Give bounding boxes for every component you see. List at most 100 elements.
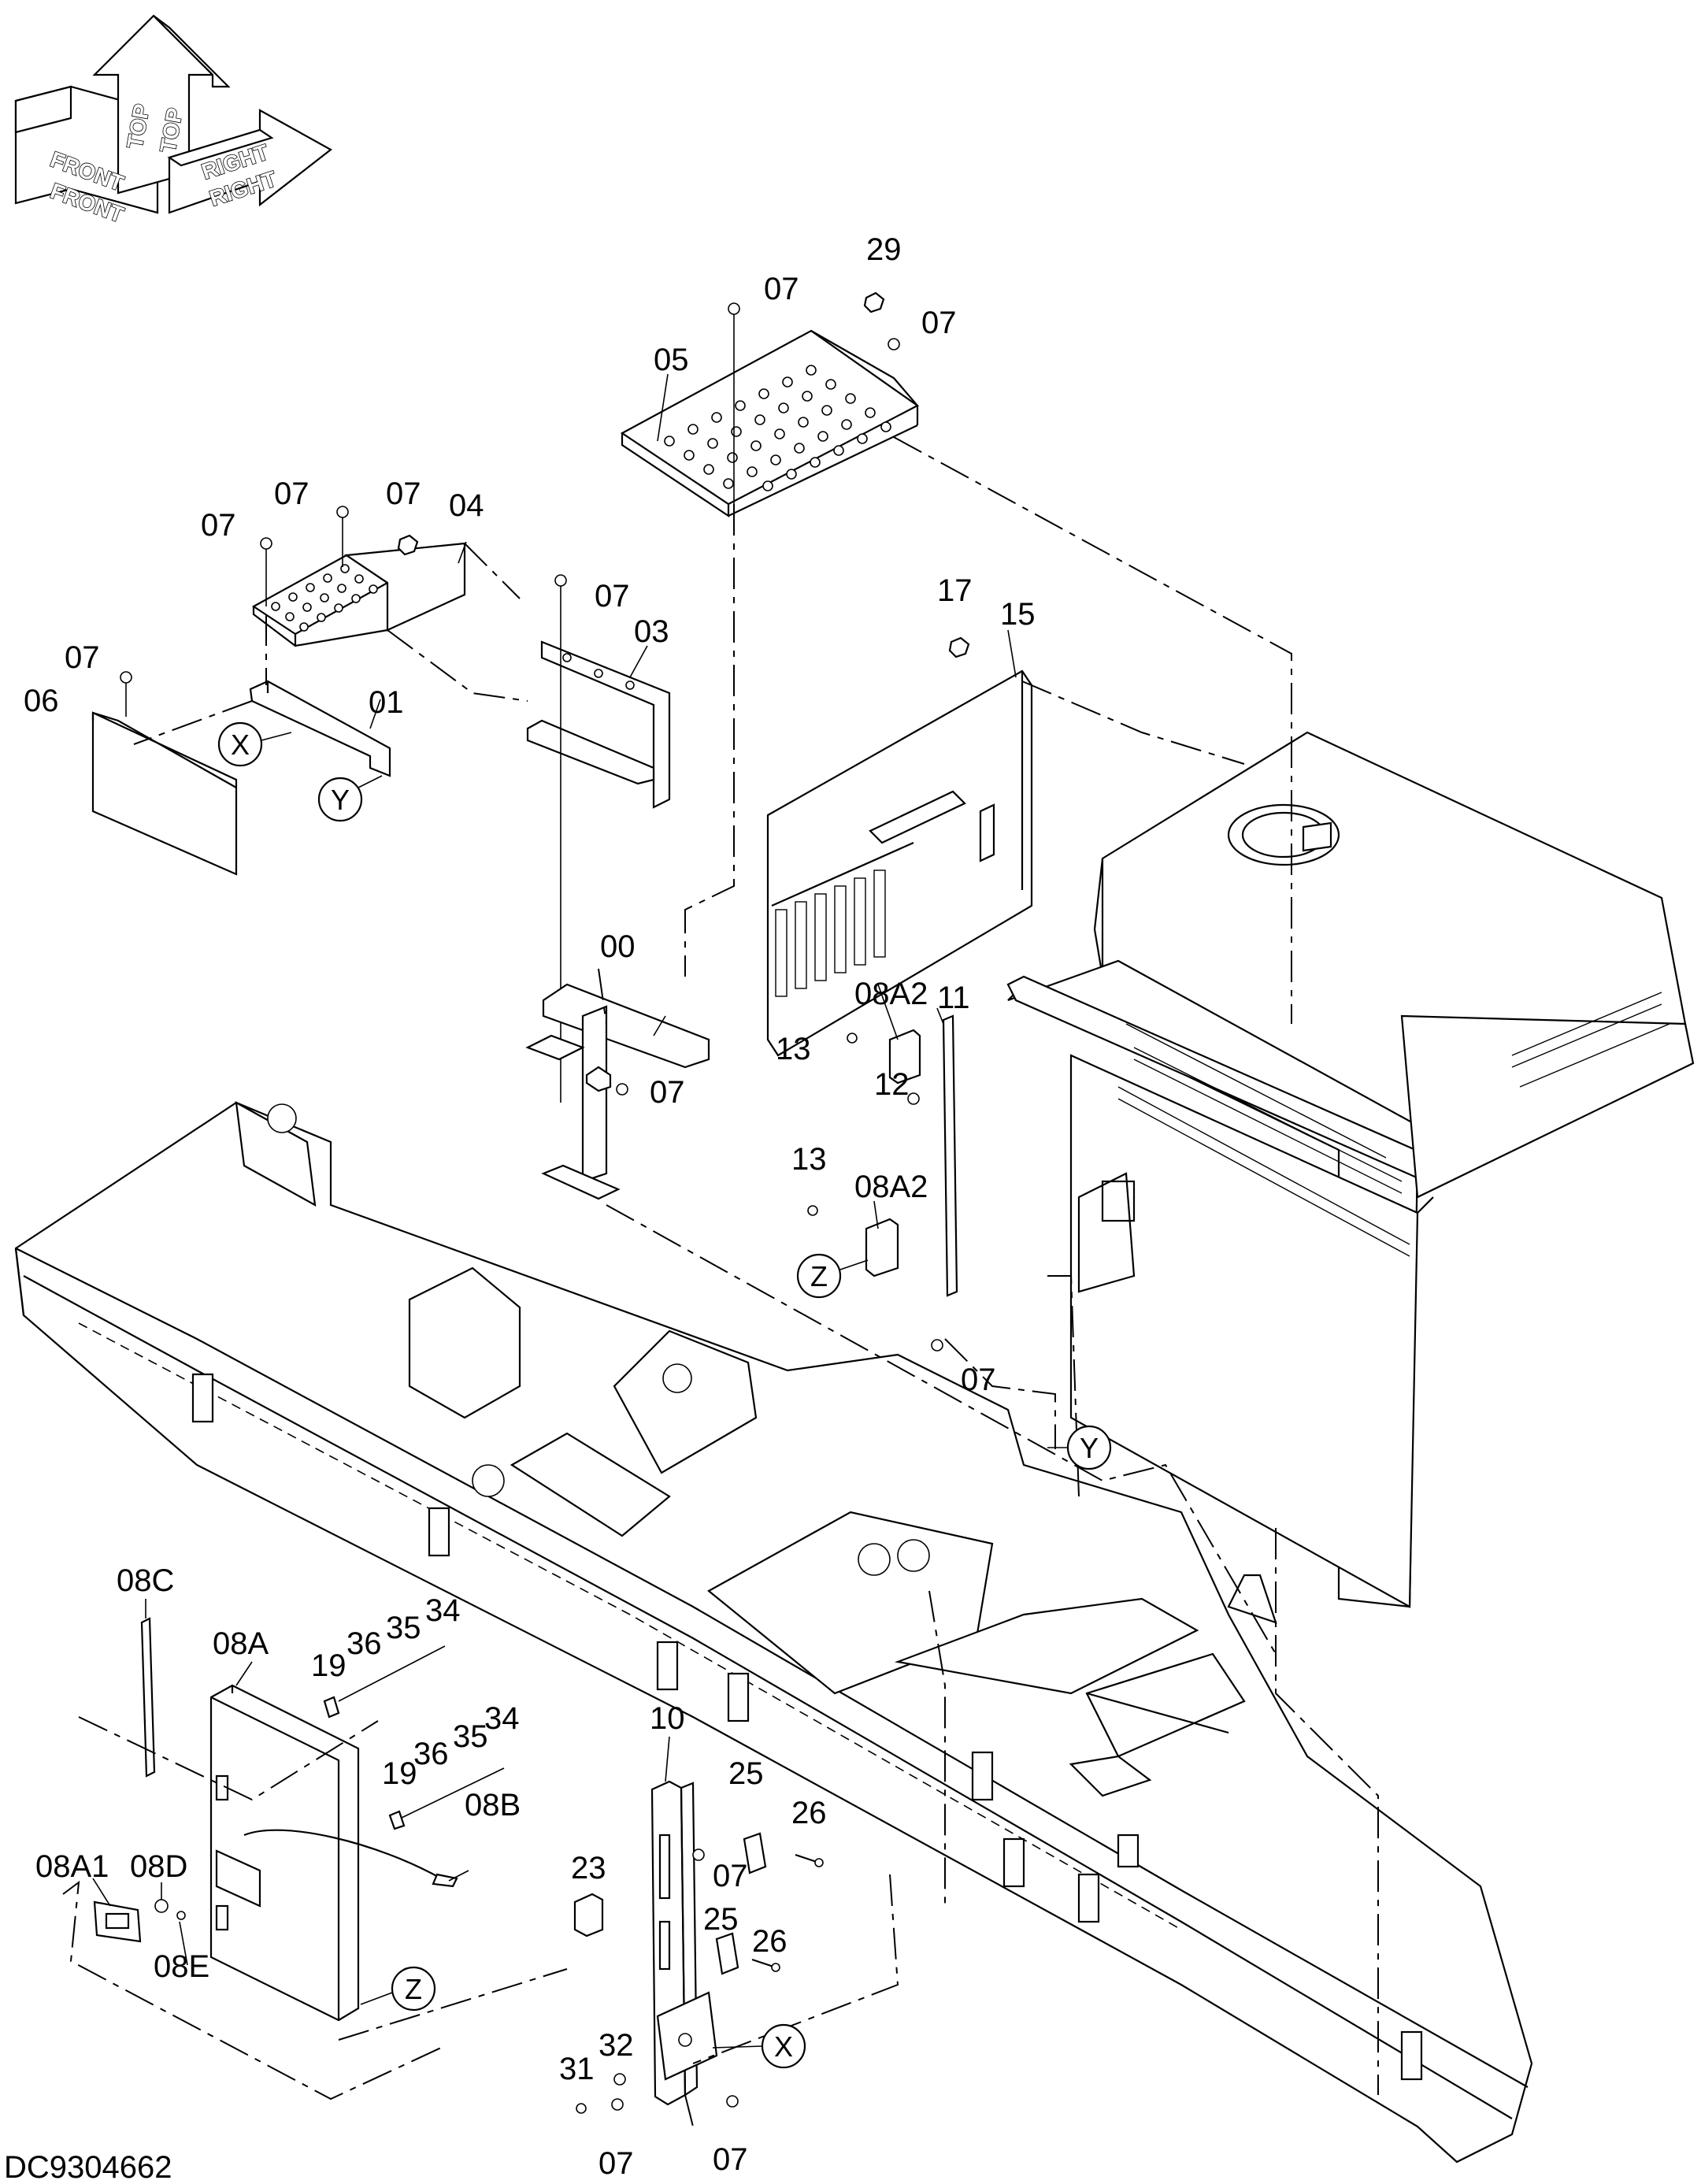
- bolt-07-04a: [260, 537, 272, 606]
- part-10-bracket: [650, 1780, 718, 2106]
- part-08b-cable: [243, 1829, 458, 1888]
- part-08a2-hinge-lower: [865, 1218, 899, 1277]
- engine-cover-assembly: [1006, 731, 1695, 1608]
- screw-12: [907, 1092, 920, 1105]
- part-23-clamp: [573, 1893, 604, 1937]
- part-19-clip-b: [388, 1810, 406, 1830]
- part-08c-strip: [140, 1617, 156, 1778]
- part-08a2-hinge-upper: [888, 1029, 921, 1085]
- main-frame: [14, 1100, 1533, 2164]
- callout-35-a: 35: [386, 1611, 421, 1645]
- callout-07-a: 07: [764, 272, 799, 306]
- reference-marker-x-upper: X: [217, 721, 292, 767]
- reference-marker-z-upper: Z: [796, 1253, 869, 1299]
- screw-13b: [807, 1205, 818, 1216]
- bolt-07-06: [120, 671, 132, 717]
- callout-07-c: 07: [274, 476, 309, 511]
- reference-marker-z-lower-letter: Z: [405, 1973, 422, 2005]
- part-05-perforated-plate: [620, 329, 920, 518]
- callout-04: 04: [449, 488, 484, 523]
- reference-marker-y-lower: Y: [1047, 1425, 1112, 1470]
- callout-34-a: 34: [425, 1593, 461, 1628]
- callout-08c: 08C: [117, 1563, 174, 1598]
- part-26-screw-b: [751, 1958, 780, 1972]
- part-25-clamp-a: [743, 1832, 767, 1874]
- reference-marker-z-lower: Z: [360, 1966, 436, 2012]
- callout-10: 10: [650, 1701, 685, 1736]
- part-08a1-lock: [93, 1900, 142, 1943]
- callout-34-b: 34: [484, 1701, 520, 1736]
- bolt-07-lower: [931, 1339, 943, 1352]
- part-08a-door: [209, 1684, 360, 2022]
- part-08e-pin: [176, 1911, 186, 1920]
- callout-07-f: 07: [595, 579, 630, 614]
- bolt-07-00: [616, 1083, 628, 1096]
- part-11-strip: [942, 1014, 958, 1297]
- callout-26-b: 26: [752, 1924, 788, 1959]
- callout-06: 06: [24, 684, 59, 718]
- callout-07-e: 07: [386, 476, 421, 511]
- callout-01: 01: [369, 685, 404, 720]
- callout-25-a: 25: [728, 1756, 764, 1791]
- fastener-row-a: [338, 1645, 446, 1702]
- callouts: 29 07 07 05 07 07 07 04 07 03 07 01 06 1…: [24, 232, 1036, 2181]
- part-04-tray: [251, 542, 466, 647]
- reference-marker-z-upper-letter: Z: [810, 1260, 828, 1292]
- nut-17: [948, 636, 970, 658]
- callout-12: 12: [874, 1067, 910, 1102]
- callout-31: 31: [559, 2052, 595, 2086]
- callout-08b: 08B: [465, 1788, 521, 1822]
- callout-15: 15: [1000, 597, 1036, 632]
- drawing-id: DC9304662: [4, 2150, 172, 2184]
- fastener-row-b: [401, 1767, 505, 1819]
- bolt-31: [576, 2103, 587, 2114]
- leader-lines: [92, 373, 1017, 1966]
- reference-marker-x-lower-letter: X: [774, 2030, 793, 2063]
- callout-08a2-a: 08A2: [854, 977, 928, 1011]
- part-08d-pin: [154, 1899, 169, 1913]
- part-26-screw-a: [795, 1853, 824, 1867]
- callout-13-a: 13: [776, 1032, 811, 1066]
- callout-19-a: 19: [311, 1648, 346, 1683]
- callout-05: 05: [654, 343, 689, 377]
- part-15-panel: [766, 669, 1033, 1057]
- bolt-07-10b: [726, 2095, 739, 2108]
- callout-25-b: 25: [703, 1902, 739, 1937]
- callout-29: 29: [866, 232, 902, 267]
- reference-marker-x-upper-letter: X: [231, 729, 250, 761]
- reference-marker-y-lower-letter: Y: [1080, 1432, 1099, 1464]
- callout-07-l: 07: [713, 2142, 748, 2177]
- bolt-07-05b: [888, 338, 900, 350]
- bolt-07-31: [611, 2098, 624, 2111]
- callout-13-b: 13: [791, 1142, 827, 1177]
- callout-07-d: 07: [201, 508, 236, 543]
- bolt-29: [863, 291, 885, 313]
- part-25-clamp-b: [715, 1932, 739, 1975]
- callout-26-a: 26: [791, 1796, 827, 1830]
- callout-08a2-b: 08A2: [854, 1170, 928, 1204]
- callout-17: 17: [937, 573, 973, 608]
- callout-07-i: 07: [961, 1363, 996, 1397]
- panel-15-fins: [771, 841, 914, 997]
- callout-08a1: 08A1: [35, 1849, 109, 1884]
- reference-marker-y-upper-letter: Y: [331, 784, 350, 816]
- part-03-channel: [526, 640, 671, 809]
- bolt-07-05a: [728, 302, 740, 504]
- reference-marker-y-upper: Y: [317, 775, 383, 822]
- bolt-07-10: [692, 1848, 705, 1861]
- callout-08e: 08E: [154, 1949, 209, 1984]
- callout-36-a: 36: [346, 1626, 382, 1661]
- screw-13a: [847, 1033, 858, 1044]
- callout-00: 00: [600, 929, 636, 964]
- callout-08a: 08A: [213, 1626, 269, 1661]
- callout-07-h: 07: [650, 1075, 685, 1110]
- callout-32: 32: [598, 2028, 634, 2063]
- callout-23: 23: [571, 1851, 606, 1886]
- callout-07-k: 07: [598, 2146, 634, 2181]
- callout-11: 11: [937, 981, 970, 1015]
- bolt-07-04b: [336, 506, 349, 567]
- part-01-bracket: [249, 680, 391, 777]
- callout-35-b: 35: [453, 1719, 488, 1754]
- callout-19-b: 19: [382, 1756, 417, 1791]
- callout-07-g: 07: [65, 640, 100, 675]
